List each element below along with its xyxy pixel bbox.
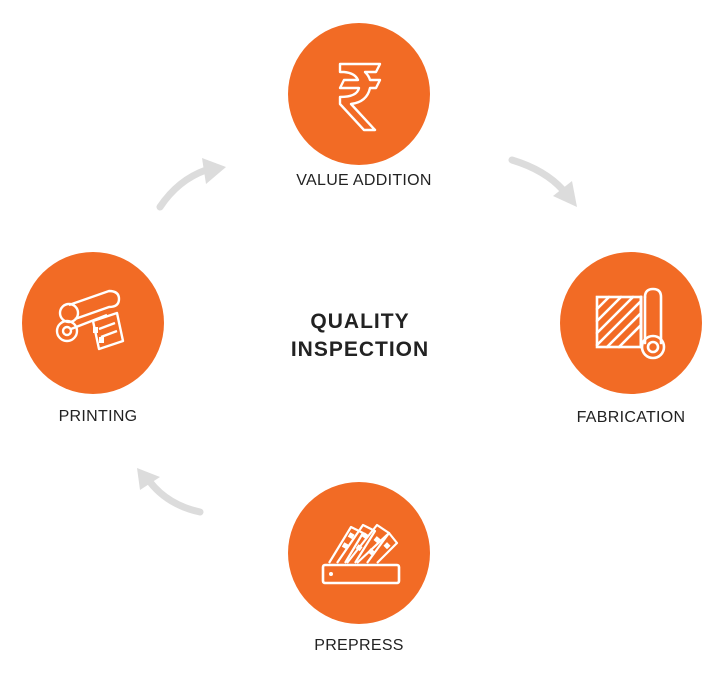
center-title-line1: QUALITY: [310, 310, 410, 333]
color-swatch-fan-icon: [321, 523, 401, 585]
arrow-prepress-to-printing: [146, 478, 204, 516]
prepress-node: [288, 482, 430, 624]
fabrication-node: [560, 252, 702, 394]
center-title: QUALITY INSPECTION: [291, 308, 429, 364]
fabric-roll-icon: [595, 287, 666, 360]
fabrication-label: FABRICATION: [576, 409, 686, 426]
center-title-line2: INSPECTION: [290, 338, 430, 361]
rupee-icon: [338, 62, 382, 132]
arrowhead-fabrication: [553, 181, 577, 207]
printing-node: [22, 252, 164, 394]
value-addition-node: [288, 23, 430, 165]
value-addition-label: VALUE ADDITION: [296, 172, 432, 189]
arrowhead-value: [202, 158, 226, 184]
arrow-value-to-fabrication: [508, 156, 567, 194]
arrowhead-printing: [137, 468, 160, 490]
arrow-printing-to-value: [156, 166, 210, 211]
printing-rollers-icon: [55, 289, 125, 351]
prepress-label: PREPRESS: [314, 637, 404, 654]
printing-label: PRINTING: [58, 408, 138, 425]
